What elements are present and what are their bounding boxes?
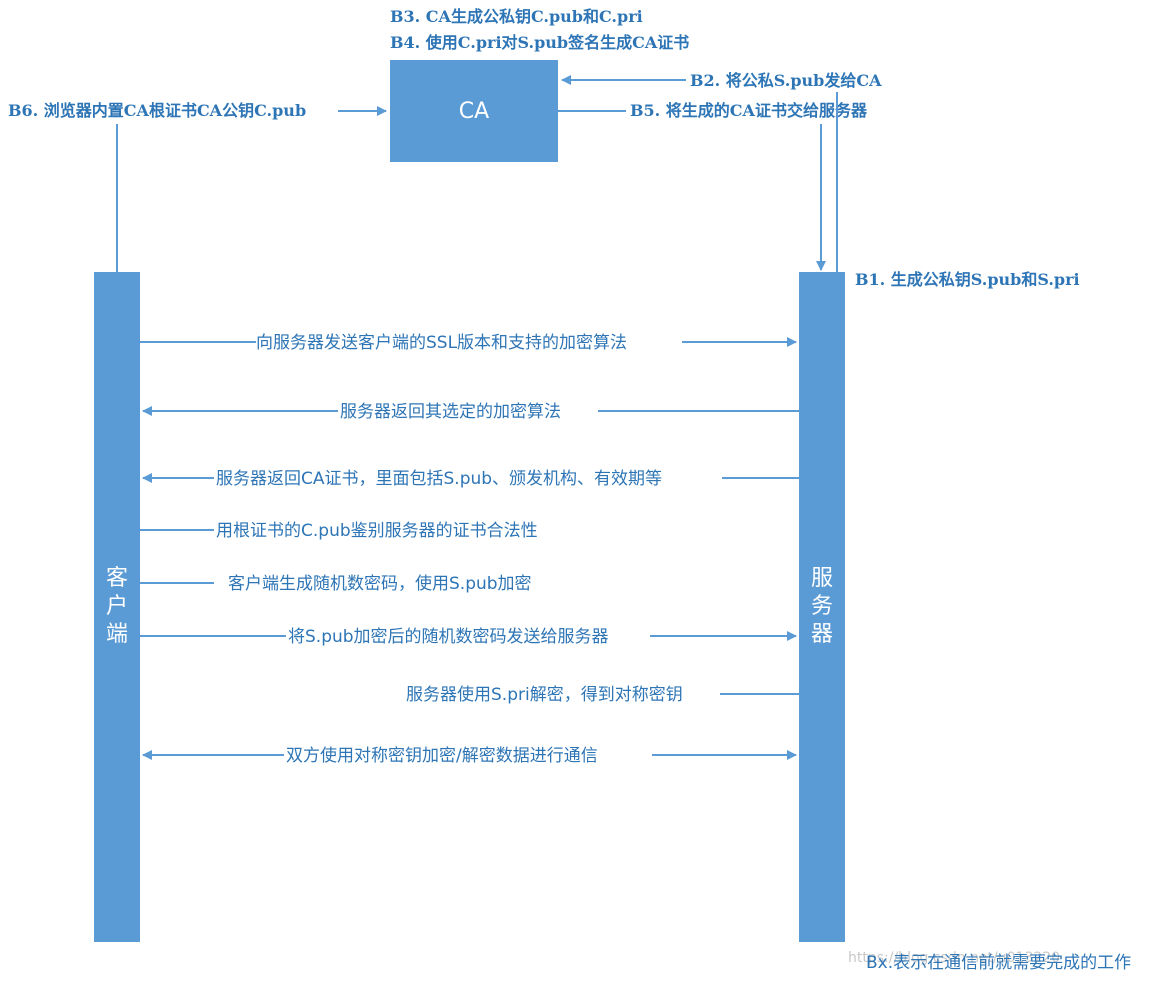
msg8-label: 双方使用对称密钥加密/解密数据进行通信 xyxy=(286,745,598,766)
note-b1: B1. 生成公私钥S.pub和S.pri xyxy=(855,270,1080,289)
watermark: https://blog.csdn.net/u013220 xyxy=(848,950,1060,966)
msg1-label: 向服务器发送客户端的SSL版本和支持的加密算法 xyxy=(256,333,627,353)
msg2-label: 服务器返回其选定的加密算法 xyxy=(340,402,561,422)
server-label-char-3: 器 xyxy=(811,622,833,647)
client-label-char-1: 客 xyxy=(106,566,128,591)
ca-box xyxy=(390,60,558,162)
msg4-label: 用根证书的C.pub鉴别服务器的证书合法性 xyxy=(216,521,538,541)
client-label-char-2: 户 xyxy=(106,594,128,619)
ca-label: CA xyxy=(459,99,489,124)
footer-note: Bx.表示在通信前就需要完成的工作 xyxy=(866,953,1131,973)
msg6-label: 将S.pub加密后的随机数密码发送给服务器 xyxy=(288,627,609,647)
msg5-label: 客户端生成随机数密码，使用S.pub加密 xyxy=(228,573,532,594)
server-lifeline xyxy=(799,272,845,942)
server-label-char-2: 务 xyxy=(811,594,833,619)
client-label-char-3: 端 xyxy=(106,622,128,647)
client-lifeline xyxy=(94,272,140,942)
note-b2: B2. 将公私S.pub发给CA xyxy=(690,71,882,90)
note-b3: B3. CA生成公私钥C.pub和C.pri xyxy=(390,7,643,26)
note-b6: B6. 浏览器内置CA根证书CA公钥C.pub xyxy=(8,101,306,120)
server-label-char-1: 服 xyxy=(811,566,833,591)
note-b5: B5. 将生成的CA证书交给服务器 xyxy=(630,101,868,120)
note-b4: B4. 使用C.pri对S.pub签名生成CA证书 xyxy=(390,33,689,52)
msg7-label: 服务器使用S.pri解密，得到对称密钥 xyxy=(406,684,683,705)
msg3-label: 服务器返回CA证书，里面包括S.pub、颁发机构、有效期等 xyxy=(216,469,662,489)
